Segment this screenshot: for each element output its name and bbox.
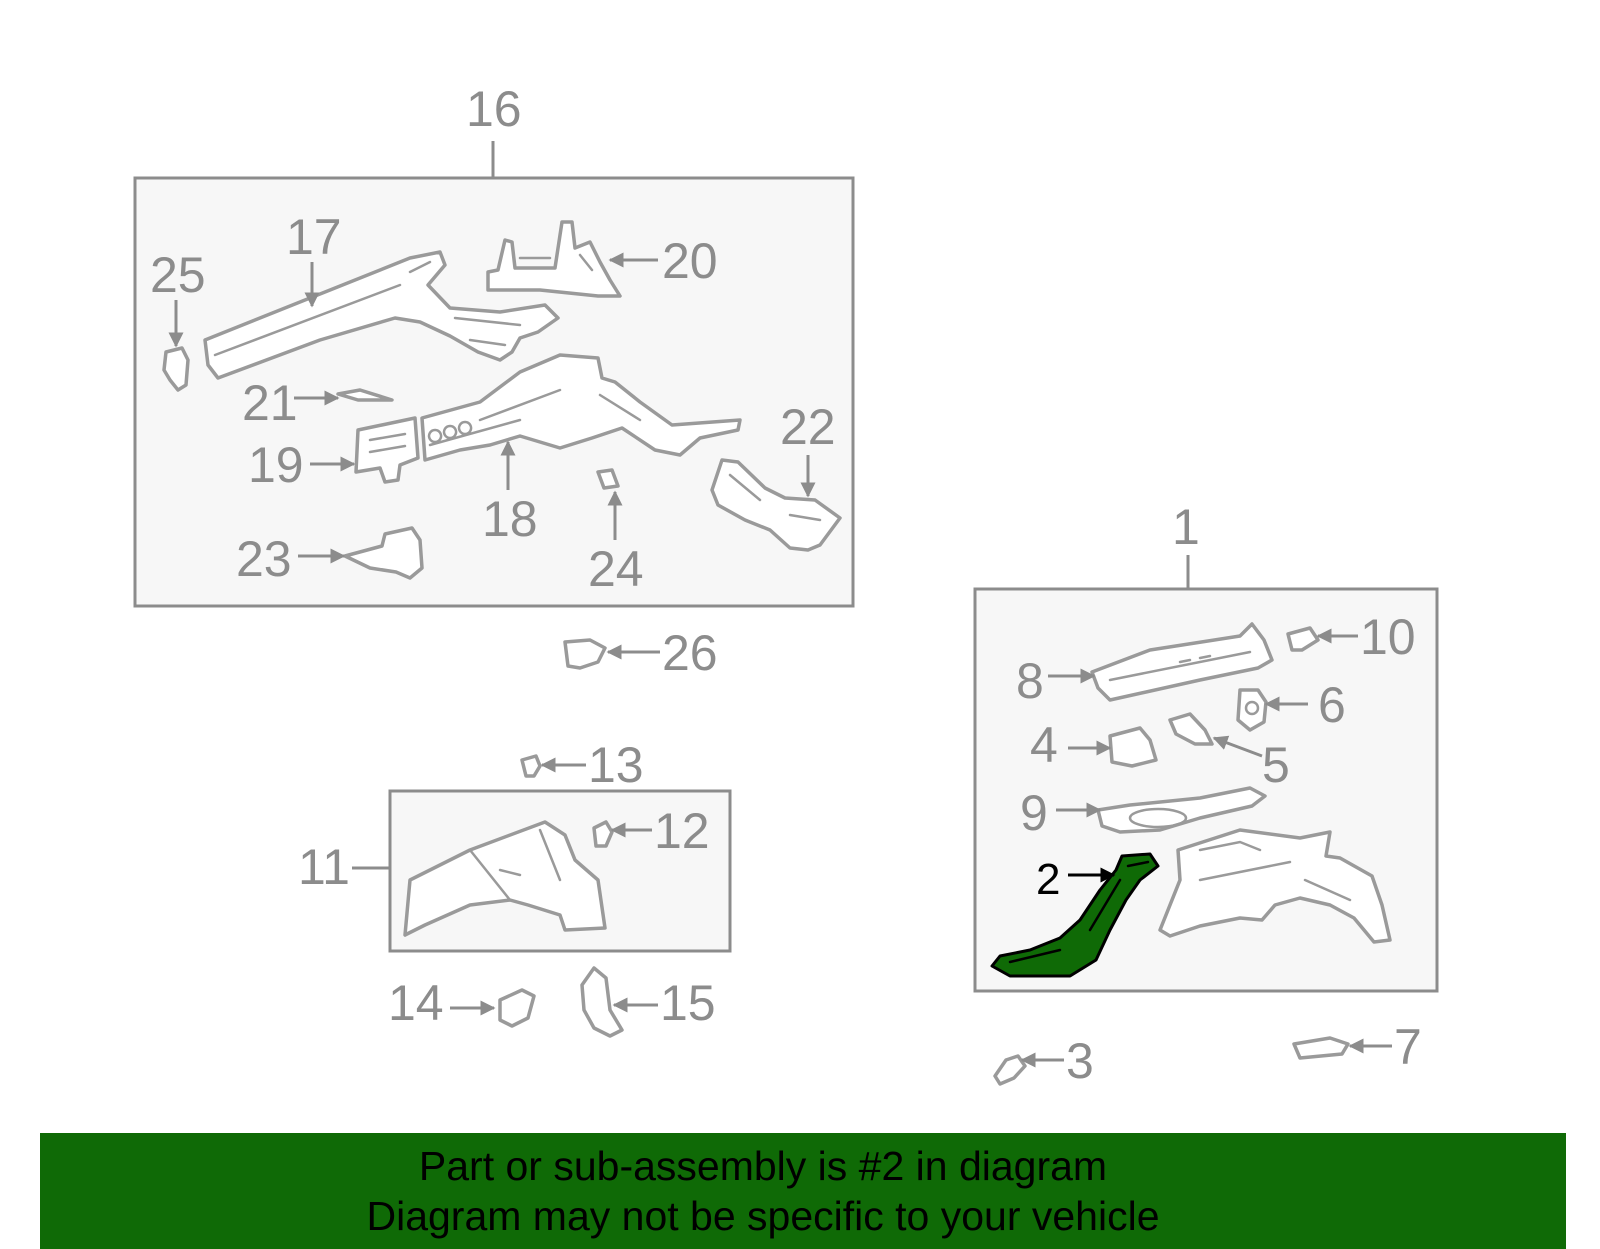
callout-4[interactable]: 4 [1030,717,1058,773]
part-14[interactable] [498,988,536,1028]
part-26[interactable] [563,638,607,670]
callout-21[interactable]: 21 [242,375,298,431]
part-2-highlighted[interactable] [990,852,1160,978]
callout-6[interactable]: 6 [1318,677,1346,733]
part-4[interactable] [1108,726,1158,768]
callout-7[interactable]: 7 [1394,1019,1422,1075]
part-21[interactable] [336,388,394,402]
part-17[interactable] [203,250,560,380]
callout-11[interactable]: 11 [298,839,350,895]
part-3[interactable] [993,1054,1027,1086]
part-20[interactable] [486,220,622,298]
part-22[interactable] [710,458,842,552]
callout-2[interactable]: 2 [1036,855,1060,904]
callout-8[interactable]: 8 [1016,653,1044,709]
part-24[interactable] [596,468,620,490]
part-19[interactable] [354,416,420,484]
part-15[interactable] [580,966,624,1038]
callout-25[interactable]: 25 [150,247,206,303]
part-7[interactable] [1292,1036,1350,1060]
callout-18[interactable]: 18 [482,491,538,547]
callout-17[interactable]: 17 [286,209,342,265]
part-23[interactable] [343,526,424,580]
part-12[interactable] [592,820,614,848]
callout-19[interactable]: 19 [248,437,304,493]
callout-14[interactable]: 14 [388,975,444,1031]
part-25[interactable] [162,346,190,392]
callout-24[interactable]: 24 [588,541,644,597]
banner-line-2: Diagram may not be specific to your vehi… [366,1193,1160,1239]
part-8[interactable] [1090,622,1274,702]
callout-16[interactable]: 16 [466,81,522,137]
callout-1[interactable]: 1 [1172,499,1200,555]
callout-10[interactable]: 10 [1360,609,1416,665]
part-11[interactable] [403,820,607,937]
callout-26[interactable]: 26 [662,625,718,681]
banner-line-1: Part or sub-assembly is #2 in diagram [418,1143,1108,1189]
info-banner: Part or sub-assembly is #2 in diagram Di… [40,1133,1566,1249]
callout-20[interactable]: 20 [662,233,718,289]
part-wheelhouse[interactable] [1158,828,1392,944]
part-6[interactable] [1236,688,1268,732]
callout-13[interactable]: 13 [588,737,644,793]
part-13[interactable] [520,754,542,778]
callout-15[interactable]: 15 [660,975,716,1031]
callout-12[interactable]: 12 [654,803,710,859]
callout-22[interactable]: 22 [780,399,836,455]
part-5[interactable] [1168,712,1214,746]
callout-3[interactable]: 3 [1066,1033,1094,1089]
callout-5[interactable]: 5 [1262,737,1290,793]
callout-9[interactable]: 9 [1020,785,1048,841]
part-9[interactable] [1096,786,1267,834]
callout-23[interactable]: 23 [236,531,292,587]
part-10[interactable] [1286,626,1320,652]
